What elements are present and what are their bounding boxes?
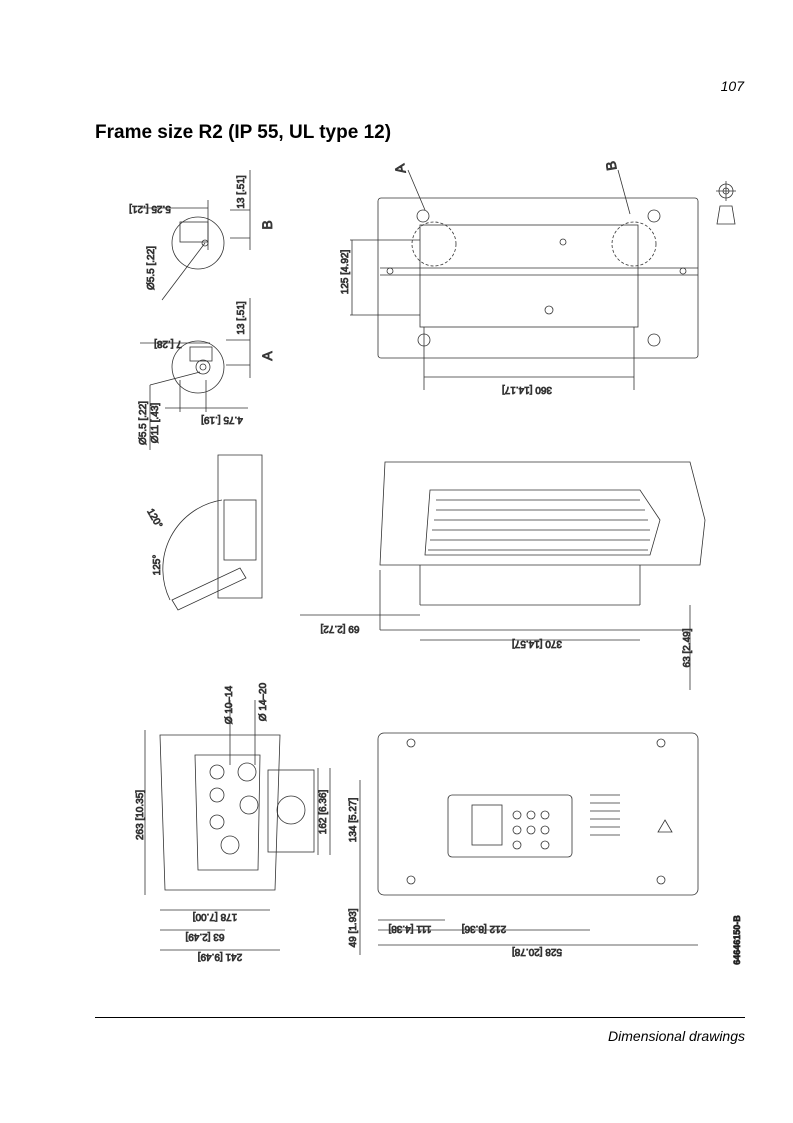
front-view-111-dim: 111 [4.38]: [388, 923, 431, 934]
cover-angle-small: 120°: [144, 507, 164, 530]
detail-a-hole-large-dim: Ø11 [.43]: [150, 403, 161, 444]
gland-small-dim: Ø 10–14: [224, 685, 235, 724]
side-view: 69 [2.72] 370 [14.57] 63 [2.49]: [300, 461, 706, 690]
front-view-528-dim: 528 [20.78]: [512, 946, 562, 957]
bottom-view-height-dim: 263 [10.35]: [135, 790, 146, 840]
detail-a-width-dim: 7 [.28]: [154, 338, 182, 349]
front-view: 162 [6.36] 134 [5.27] 49 [1.93] 111 [4.3…: [318, 732, 699, 957]
bottom-view-178-dim: 178 [7.00]: [193, 911, 238, 922]
detail-b: 5.25 [.21] 13 [.51] Ø5.5 [.22] B: [129, 170, 275, 301]
page-number: 107: [720, 78, 744, 94]
detail-a-offset-dim: 4.75 [.19]: [201, 414, 243, 425]
detail-a-height-dim: 13 [.51]: [236, 301, 247, 335]
footer-divider: [95, 1017, 745, 1018]
back-view-vertical-spacing-dim: 125 [4.92]: [340, 250, 351, 295]
front-view-212-dim: 212 [8.36]: [462, 923, 507, 934]
document-id: 64646150-B: [732, 915, 742, 965]
back-view: 125 [4.92] 360 [14.17] A B: [340, 159, 699, 395]
detail-b-letter: B: [259, 220, 275, 229]
detail-a-letter: A: [259, 351, 275, 361]
footer-section-title: Dimensional drawings: [608, 1028, 745, 1044]
side-view-right-dim: 63 [2.49]: [682, 628, 693, 667]
gland-large-dim: Ø 14–20: [258, 682, 269, 721]
front-view-134-dim: 134 [5.27]: [348, 798, 359, 843]
back-view-horizontal-spacing-dim: 360 [14.17]: [502, 384, 552, 395]
bottom-view-63-dim: 63 [2.49]: [185, 931, 224, 942]
detail-b-width-dim: 5.25 [.21]: [129, 203, 171, 214]
front-view-49-dim: 49 [1.93]: [348, 908, 359, 947]
cover-angle-large: 125°: [152, 555, 163, 576]
projection-symbol-icon: [716, 181, 736, 225]
detail-a-hole-small-dim: Ø5.5 [.22]: [138, 401, 149, 445]
side-view-depth-dim: 370 [14.57]: [512, 638, 562, 649]
bottom-view-241-dim: 241 [9.49]: [198, 951, 243, 962]
back-view-label-a: A: [391, 162, 408, 175]
front-view-162-dim: 162 [6.36]: [318, 790, 329, 835]
open-cover-view: 120° 125°: [144, 454, 263, 611]
side-view-left-depth-dim: 69 [2.72]: [320, 623, 359, 634]
bottom-view: 263 [10.35] 178 [7.00] 63 [2.49] 241 [9.…: [135, 682, 319, 962]
page-title: Frame size R2 (IP 55, UL type 12): [95, 122, 392, 143]
detail-b-hole-dim: Ø5.5 [.22]: [146, 246, 157, 290]
detail-b-height-dim: 13 [.51]: [236, 175, 247, 209]
back-view-label-b: B: [602, 160, 619, 172]
detail-a: 7 [.28] 13 [.51] Ø5.5 [.22] Ø11 [.43] 4.…: [138, 298, 275, 450]
